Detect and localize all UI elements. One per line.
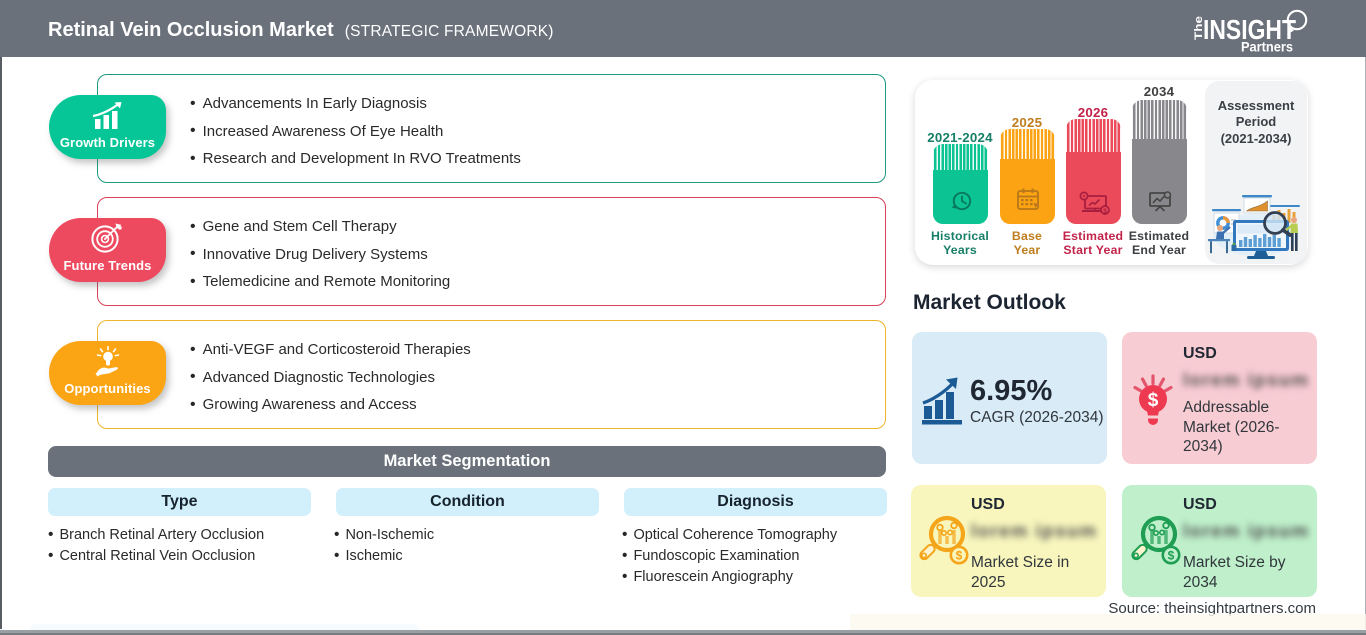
svg-text:Partners: Partners [1241, 39, 1293, 55]
svg-text:INSIGHT: INSIGHT [1203, 14, 1296, 45]
svg-text:$: $ [956, 549, 963, 563]
svg-text:$: $ [1103, 208, 1107, 215]
svg-text:$: $ [1168, 549, 1175, 563]
svg-text:The: The [1193, 16, 1205, 40]
svg-text:$: $ [1148, 390, 1159, 411]
